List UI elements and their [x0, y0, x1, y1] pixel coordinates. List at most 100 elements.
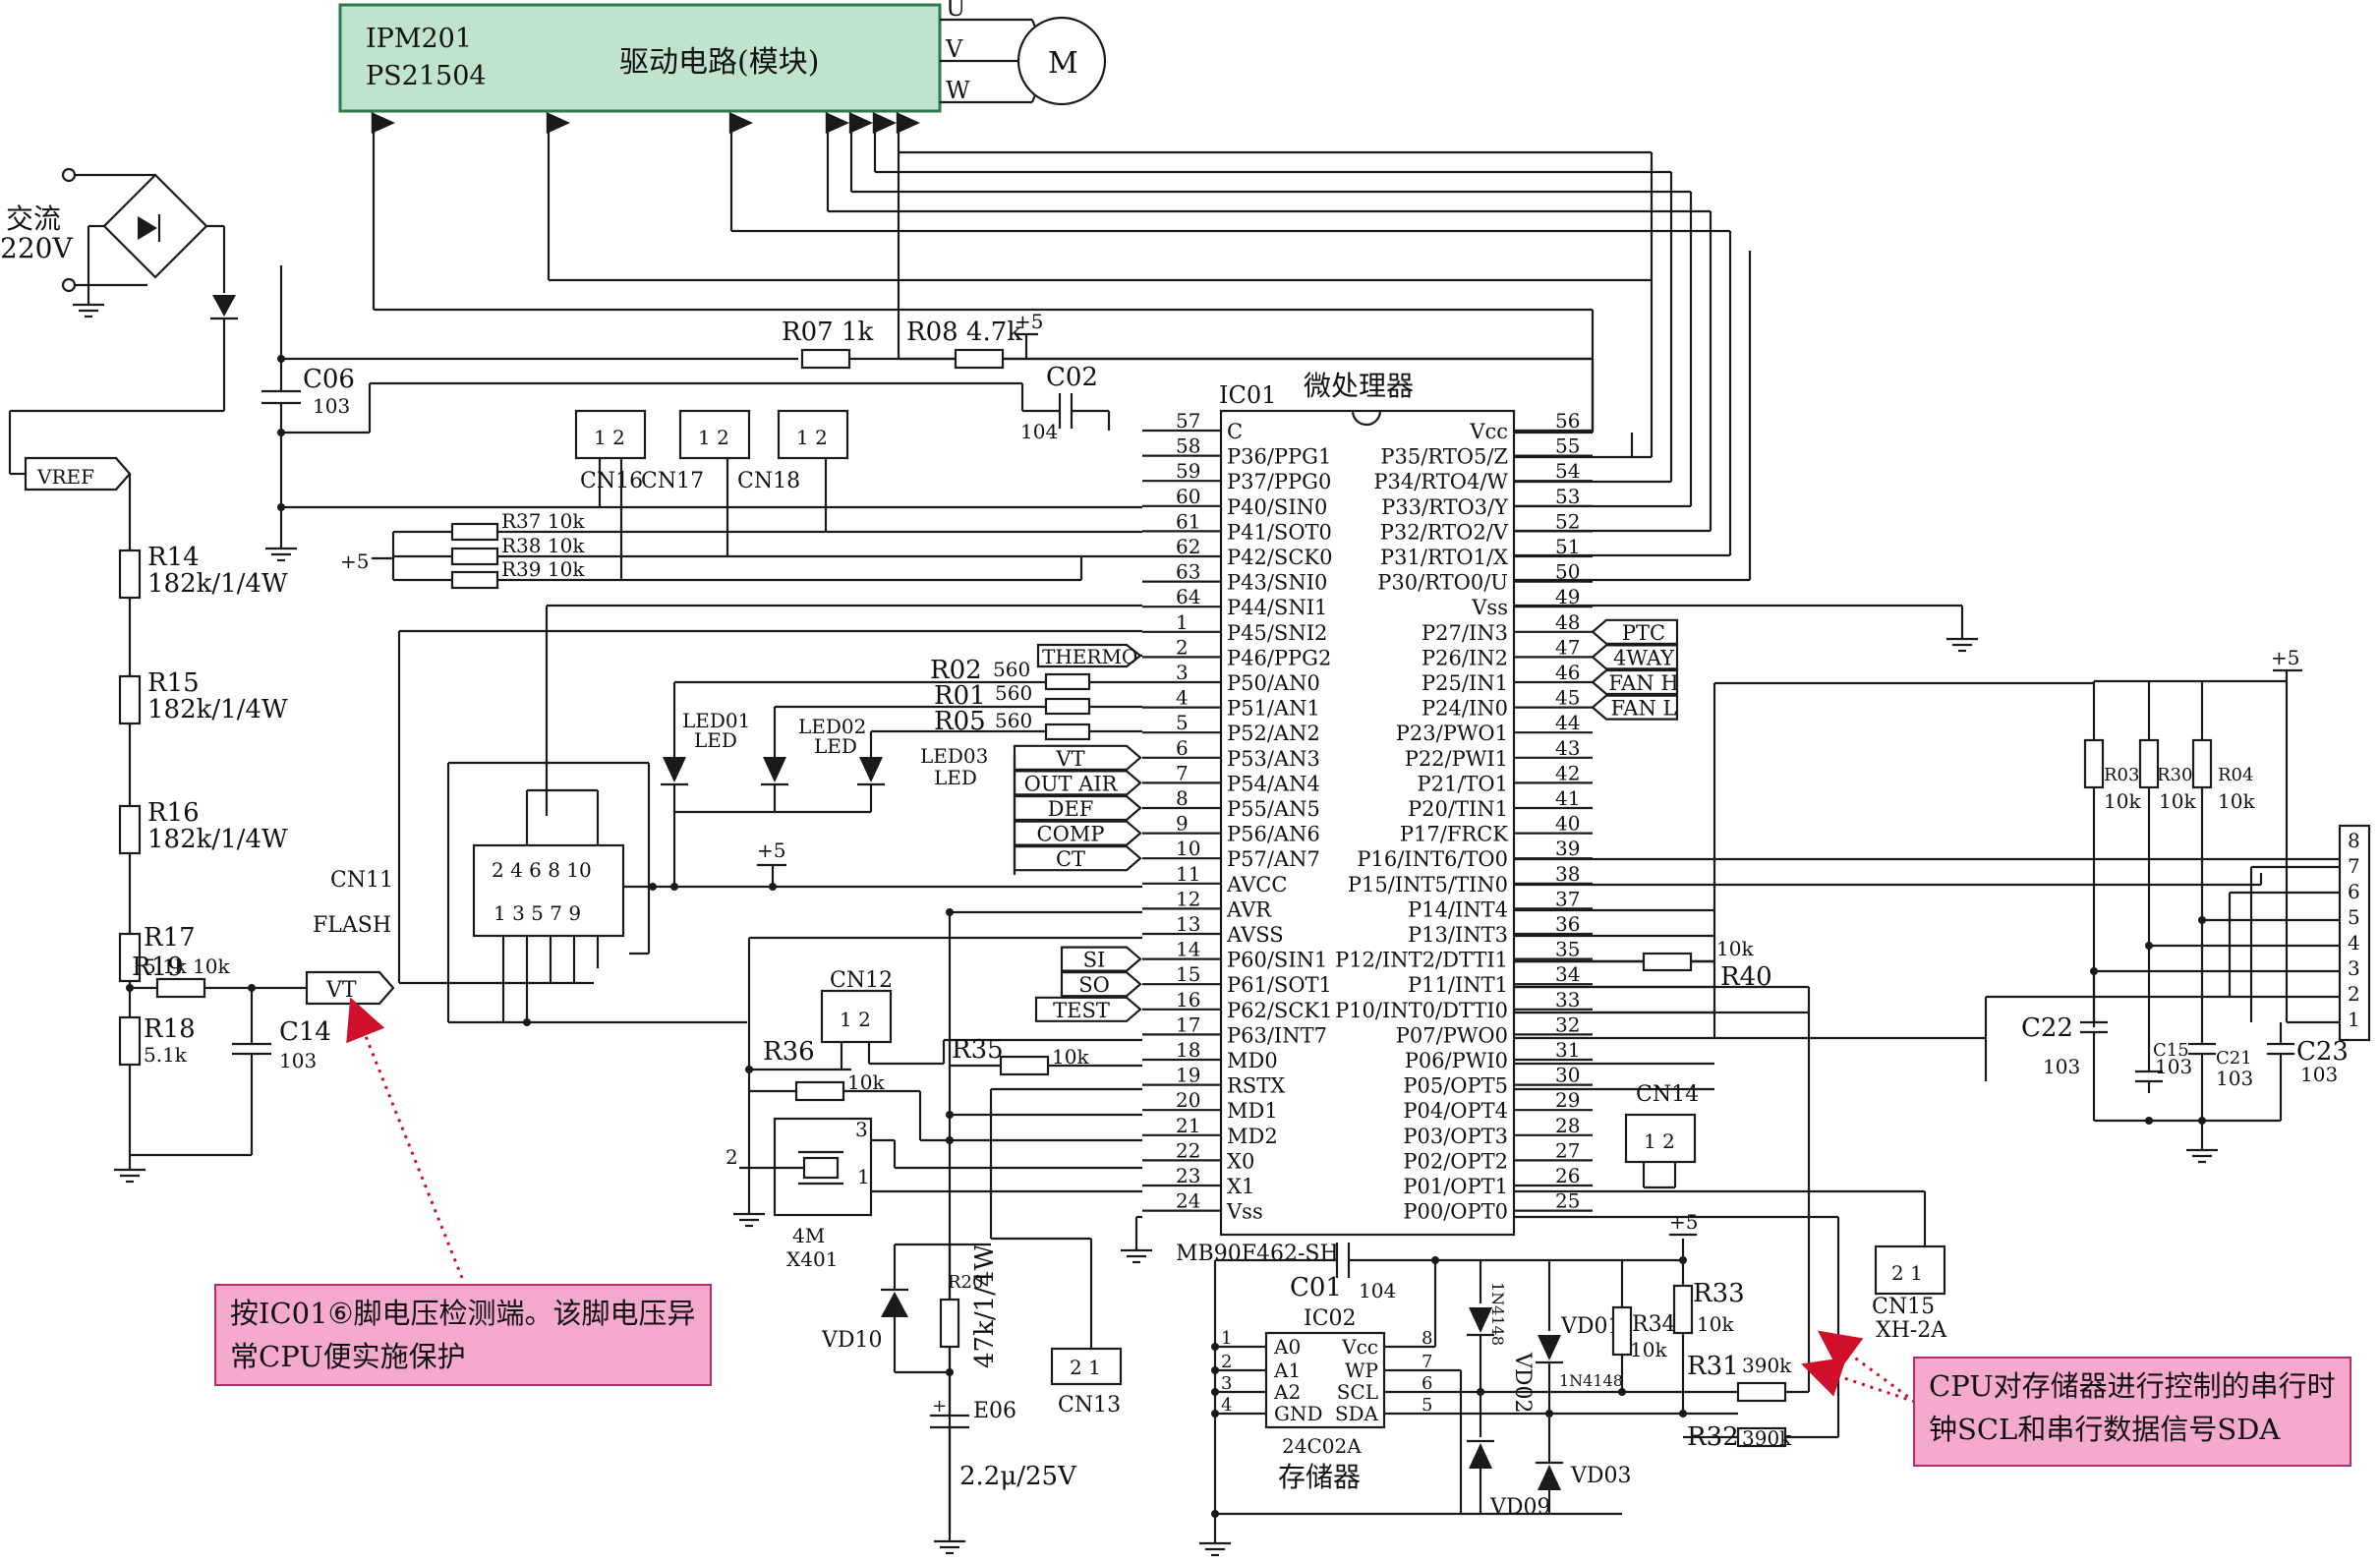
- cn13-pins: 2 1: [1070, 1356, 1101, 1379]
- output-tag-shape: [1591, 694, 1679, 721]
- ic01-right-pin-num: 35: [1555, 938, 1580, 961]
- led02-type: LED: [814, 734, 857, 758]
- serial-tag-label: TEST: [1053, 999, 1110, 1022]
- ic01-left-pin-num: 15: [1176, 962, 1200, 986]
- header-connectors: 1 2 1 2 1 2 CN16 CN17 CN18: [574, 409, 849, 580]
- ic02-desc: 存储器: [1278, 1461, 1361, 1493]
- ic01-right-pin-num: 36: [1555, 912, 1580, 936]
- ic01-left-pin-num: 58: [1176, 434, 1200, 458]
- ic01-left-pin-name: P51/AN1: [1227, 697, 1320, 721]
- conn8-pin-num: 8: [2348, 829, 2360, 852]
- ic01-left-pin-name: P63/INT7: [1227, 1023, 1327, 1047]
- ic01-left-pin-name: P56/AN6: [1227, 823, 1320, 846]
- ic01-right-pins: 56Vcc55P35/RTO5/Z54P34/RTO4/W53P33/RTO3/…: [1335, 409, 1593, 1224]
- ic01-right-pin-num: 41: [1555, 786, 1580, 810]
- ic01-right-pin-num: 29: [1555, 1088, 1580, 1112]
- ic01-left-pin-num: 24: [1176, 1189, 1200, 1213]
- ic01-left-pin-num: 21: [1176, 1114, 1200, 1137]
- r18-name: R18: [144, 1014, 196, 1044]
- plus5-right: +5: [2271, 646, 2299, 669]
- cn11-top-pins: 2 4 6 8 10: [492, 858, 592, 882]
- ic02-right-pin-num: 8: [1422, 1328, 1432, 1349]
- ic01-right-pin-name: P23/PWO1: [1396, 722, 1508, 745]
- ic01-left-pin-name: P57/AN7: [1227, 847, 1320, 871]
- r17-value: 5.1k: [144, 955, 188, 978]
- conn8-pin-num: 2: [2348, 982, 2360, 1006]
- ic02-right-pin-name: SDA: [1335, 1402, 1379, 1425]
- ic01-right-pin-name: P10/INT0/DTTI0: [1335, 999, 1508, 1022]
- r07-label: R07 1k: [782, 318, 873, 347]
- cn11-flash-connector: 2 4 6 8 10 1 3 5 7 9 CN11 FLASH: [313, 604, 1142, 1026]
- ic01-left-pin-name: P40/SIN0: [1227, 495, 1327, 519]
- r20-name: R20: [948, 1272, 983, 1293]
- output-tag-shape: [1591, 668, 1679, 696]
- ic01-right-pin-num: 51: [1555, 535, 1580, 558]
- conn8-pin-num: 3: [2348, 956, 2360, 980]
- c15-value: 103: [2155, 1055, 2192, 1078]
- ic02-ref: IC02: [1304, 1306, 1357, 1331]
- ic01-right-pin-name: P20/TIN1: [1408, 797, 1508, 821]
- ic01-left-pin-name: P60/SIN1: [1227, 949, 1327, 972]
- ic01-left-pin-name: P41/SOT0: [1227, 520, 1332, 544]
- ic01-right-pin-num: 31: [1555, 1038, 1580, 1062]
- ic02-right-pin-num: 7: [1422, 1352, 1432, 1372]
- ic01-left-pin-num: 61: [1176, 509, 1200, 533]
- ic01-right-pin-name: P31/RTO1/X: [1380, 546, 1508, 569]
- ic01-left-pin-num: 59: [1176, 459, 1200, 483]
- ic01-left-pin-num: 3: [1176, 661, 1189, 684]
- ac-label-1: 交流: [6, 202, 61, 235]
- ic01-left-pin-num: 60: [1176, 485, 1200, 508]
- x401-name: X401: [786, 1247, 838, 1271]
- conn8-pin-num: 7: [2348, 854, 2360, 878]
- x401-p2: 2: [726, 1145, 738, 1169]
- ic01-right-pin-num: 48: [1555, 610, 1580, 634]
- r32-value: 390k: [1742, 1426, 1792, 1450]
- ic02-right-pin-name: SCL: [1337, 1380, 1378, 1404]
- x401-p3: 3: [855, 1118, 868, 1141]
- ic01-left-pin-num: 8: [1176, 786, 1189, 810]
- serial-tag-shape: [1060, 971, 1142, 998]
- ic01-left-pin-num: 57: [1176, 409, 1200, 433]
- r34-name: R34: [1632, 1312, 1676, 1337]
- ic01-right-pin-num: 47: [1555, 635, 1580, 659]
- ic01-right-pin-name: P05/OPT5: [1403, 1074, 1508, 1098]
- ic01-left-pin-name: P43/SNI0: [1227, 571, 1327, 595]
- r16-value: 182k/1/4W: [147, 825, 288, 854]
- c21-value: 103: [2216, 1067, 2253, 1090]
- ic01-right-pin-name: P07/PWO0: [1396, 1023, 1508, 1047]
- led02-name: LED02: [798, 715, 866, 738]
- ic01-left-pin-num: 7: [1176, 761, 1189, 784]
- ic02-left-pin-num: 3: [1221, 1373, 1232, 1394]
- ic01-right-pin-name: P00/OPT0: [1403, 1200, 1508, 1224]
- ic01-left-pin-name: P44/SNI1: [1227, 596, 1327, 619]
- motor-v: V: [945, 35, 963, 63]
- cn11-bottom-pins: 1 3 5 7 9: [493, 901, 581, 925]
- ic01-right-pin-num: 37: [1555, 887, 1580, 910]
- cn18-pins: 1 2: [796, 426, 828, 449]
- ic01-left-pin-name: MD1: [1227, 1099, 1278, 1123]
- ic01-left-pin-name: P36/PPG1: [1227, 445, 1331, 469]
- ic01-right-pin-num: 42: [1555, 761, 1580, 784]
- ic01-left-pin-num: 6: [1176, 736, 1189, 760]
- ic01-right-pin-num: 39: [1555, 837, 1580, 860]
- plus5-left: +5: [340, 550, 369, 573]
- vt-tag: VT: [325, 978, 357, 1003]
- serial-tag-shape: [1034, 996, 1142, 1022]
- ic01-right-pin-name: P15/INT5/TIN0: [1348, 873, 1508, 897]
- ic01-right-pin-num: 56: [1555, 409, 1580, 433]
- output-tag-shape: [1591, 618, 1679, 645]
- r16-name: R16: [147, 798, 200, 828]
- ic01-right-pin-name: P30/RTO0/U: [1377, 571, 1508, 595]
- analog-tag-label: OUT AIR: [1024, 772, 1119, 795]
- e06-value: 2.2μ/25V: [959, 1462, 1077, 1491]
- ic01-right-pin-name: P17/FRCK: [1400, 823, 1508, 846]
- ic02-left-pin-name: GND: [1274, 1402, 1323, 1425]
- ic01-right-pin-name: P32/RTO2/V: [1380, 520, 1509, 544]
- x401-freq: 4M: [792, 1224, 825, 1247]
- ic01-left-pin-num: 12: [1176, 887, 1200, 910]
- c15-name: C15: [2153, 1040, 2189, 1061]
- cn14-label: CN14: [1636, 1082, 1699, 1107]
- ic01-right-pin-name: P35/RTO5/Z: [1380, 445, 1508, 469]
